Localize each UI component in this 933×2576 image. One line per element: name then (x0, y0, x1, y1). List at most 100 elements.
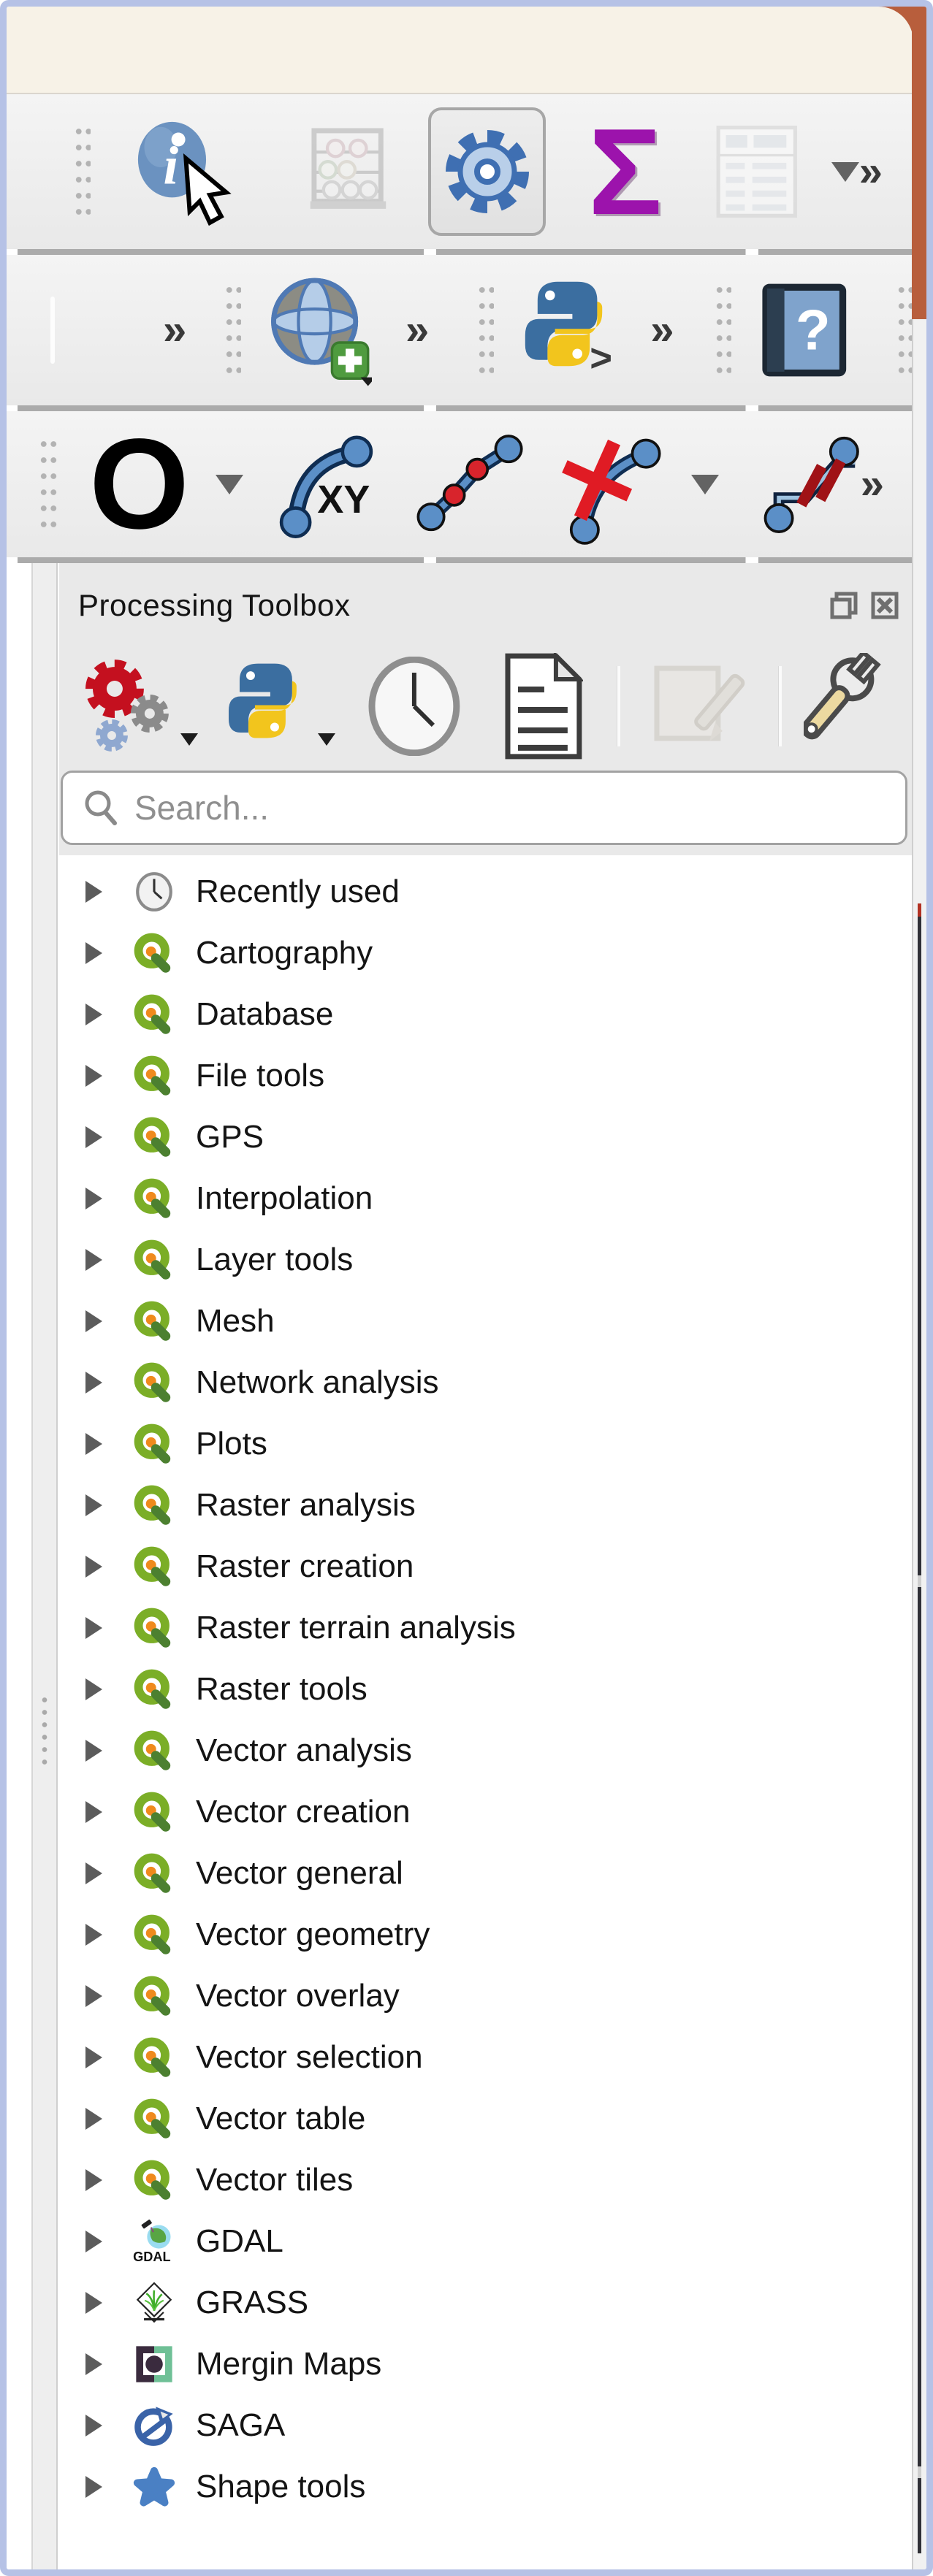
expand-arrow-icon[interactable] (85, 2169, 102, 2191)
toolbar-drag-handle[interactable] (39, 436, 58, 532)
search-box[interactable] (61, 771, 907, 845)
toolbox-category-vector-general[interactable]: Vector general (59, 1843, 913, 1904)
expand-arrow-icon[interactable] (85, 2353, 102, 2375)
expand-arrow-icon[interactable] (85, 2476, 102, 2498)
toolbar-drag-handle[interactable] (74, 123, 91, 220)
toolbar-overflow-button[interactable]: » (858, 148, 883, 195)
expand-arrow-icon[interactable] (85, 1740, 102, 1762)
toolbox-category-layer-tools[interactable]: Layer tools (59, 1229, 913, 1291)
toolbox-category-mesh[interactable]: Mesh (59, 1291, 913, 1352)
toolbar-separator (7, 557, 913, 563)
toolbox-category-gps[interactable]: GPS (59, 1107, 913, 1168)
results-viewer-button[interactable] (502, 653, 584, 760)
expand-arrow-icon[interactable] (85, 1985, 102, 2007)
attribute-table-button[interactable] (715, 116, 799, 227)
toolbox-category-file-tools[interactable]: File tools (59, 1045, 913, 1107)
toolbox-category-interpolation[interactable]: Interpolation (59, 1168, 913, 1229)
vertex-dropdown-caret[interactable] (691, 474, 720, 494)
toolbox-category-vector-tiles[interactable]: Vector tiles (59, 2149, 913, 2211)
delete-vertex-button[interactable] (549, 422, 665, 546)
processing-toolbox-toggle-button[interactable] (427, 107, 547, 236)
expand-arrow-icon[interactable] (85, 2231, 102, 2252)
toolbox-category-cartography[interactable]: Cartography (59, 922, 913, 984)
toolbox-category-database[interactable]: Database (59, 984, 913, 1045)
expand-arrow-icon[interactable] (85, 1924, 102, 1946)
toolbar-drag-handle[interactable] (224, 282, 242, 378)
expand-arrow-icon[interactable] (85, 1249, 102, 1271)
expand-arrow-icon[interactable] (85, 942, 102, 964)
abacus-button[interactable] (309, 120, 389, 223)
svg-text:i: i (164, 136, 179, 196)
category-label: SAGA (196, 2407, 286, 2443)
toolbox-category-shape-tools[interactable]: Shape tools (59, 2456, 913, 2518)
options-button[interactable] (804, 653, 913, 760)
expand-arrow-icon[interactable] (85, 1678, 102, 1700)
toolbar-overflow-button[interactable]: » (860, 460, 884, 508)
toolbox-category-plots[interactable]: Plots (59, 1413, 913, 1475)
expand-arrow-icon[interactable] (85, 1065, 102, 1087)
toolbox-category-raster-tools[interactable]: Raster tools (59, 1659, 913, 1720)
split-features-button[interactable] (741, 426, 861, 543)
expand-arrow-icon[interactable] (85, 1494, 102, 1516)
category-label: Database (196, 996, 334, 1032)
search-input[interactable] (133, 787, 905, 828)
expand-arrow-icon[interactable] (85, 1126, 102, 1148)
category-label: Network analysis (196, 1364, 439, 1400)
toolbox-category-mergin-maps[interactable]: Mergin Maps (59, 2334, 913, 2395)
expand-arrow-icon[interactable] (85, 1556, 102, 1578)
toolbox-category-vector-creation[interactable]: Vector creation (59, 1781, 913, 1843)
python-console-button[interactable]: > (520, 269, 620, 391)
expand-arrow-icon[interactable] (85, 1801, 102, 1823)
dock-resize-handle[interactable] (41, 1694, 48, 1768)
expand-arrow-icon[interactable] (85, 1433, 102, 1455)
toolbox-category-vector-geometry[interactable]: Vector geometry (59, 1904, 913, 1965)
toolbar-drag-handle[interactable] (896, 282, 913, 378)
toolbar-overflow-button[interactable]: » (162, 306, 187, 353)
expand-arrow-icon[interactable] (85, 1862, 102, 1884)
toolbox-category-raster-creation[interactable]: Raster creation (59, 1536, 913, 1597)
toolbox-category-raster-analysis[interactable]: Raster analysis (59, 1475, 913, 1536)
shape-dropdown-caret[interactable] (216, 474, 244, 494)
toolbar-overflow-button[interactable]: » (405, 306, 430, 353)
toolbox-category-vector-overlay[interactable]: Vector overlay (59, 1965, 913, 2027)
toolbar-drag-handle[interactable] (477, 282, 495, 378)
identify-features-button[interactable]: i (133, 110, 239, 234)
toolbar-drag-handle[interactable] (715, 282, 732, 378)
scripts-dropdown-caret[interactable] (317, 733, 335, 746)
toolbox-category-vector-table[interactable]: Vector table (59, 2088, 913, 2149)
close-panel-button[interactable] (868, 589, 902, 622)
vertex-tool-button[interactable] (412, 426, 525, 543)
ellipse-tool-button[interactable]: O (89, 413, 190, 556)
toolbox-category-network-analysis[interactable]: Network analysis (59, 1352, 913, 1413)
expand-arrow-icon[interactable] (85, 2415, 102, 2437)
toolbox-category-vector-analysis[interactable]: Vector analysis (59, 1720, 913, 1781)
expand-arrow-icon[interactable] (85, 1372, 102, 1394)
expand-arrow-icon[interactable] (85, 1188, 102, 1209)
expand-arrow-icon[interactable] (85, 1004, 102, 1025)
table-dropdown-caret[interactable] (831, 161, 859, 182)
models-button[interactable] (81, 657, 173, 756)
toolbox-category-recently-used[interactable]: Recently used (59, 861, 913, 922)
toolbar-overflow-button[interactable]: » (650, 306, 674, 353)
toolbox-category-grass[interactable]: GRASS (59, 2272, 913, 2334)
toolbox-category-saga[interactable]: SAGA (59, 2395, 913, 2456)
models-dropdown-caret[interactable] (180, 733, 198, 746)
python-scripts-button[interactable] (224, 655, 312, 757)
expand-arrow-icon[interactable] (85, 2292, 102, 2314)
toolbox-category-vector-selection[interactable]: Vector selection (59, 2027, 913, 2088)
toolbox-category-gdal[interactable]: GDAL GDAL (59, 2211, 913, 2272)
history-button[interactable] (365, 657, 464, 756)
toolbox-category-raster-terrain-analysis[interactable]: Raster terrain analysis (59, 1597, 913, 1659)
edit-features-inplace-button[interactable] (647, 655, 749, 757)
expand-arrow-icon[interactable] (85, 881, 102, 903)
help-button[interactable]: ? (762, 275, 847, 385)
curve-xy-tool-button[interactable]: XY (273, 426, 384, 543)
expand-arrow-icon[interactable] (85, 1310, 102, 1332)
search-area (59, 765, 913, 855)
statistical-summary-button[interactable]: Σ (588, 103, 663, 240)
expand-arrow-icon[interactable] (85, 2108, 102, 2130)
float-panel-button[interactable] (827, 589, 861, 622)
expand-arrow-icon[interactable] (85, 1617, 102, 1639)
expand-arrow-icon[interactable] (85, 2046, 102, 2068)
add-wms-layer-button[interactable] (267, 264, 372, 396)
